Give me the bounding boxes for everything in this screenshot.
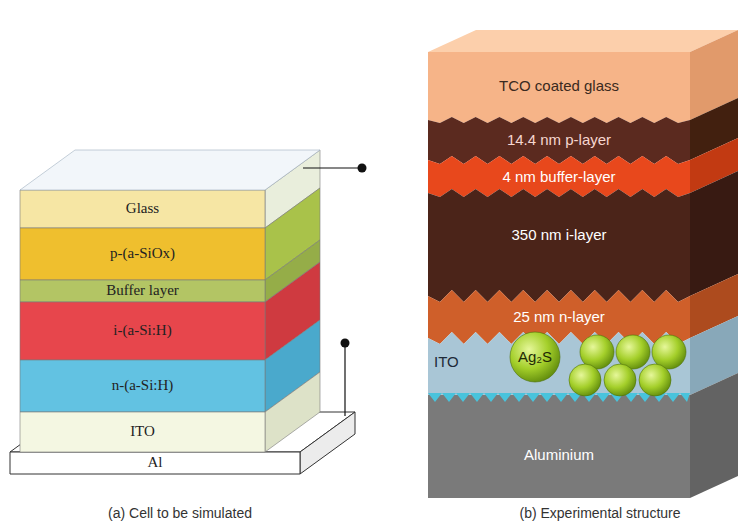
layer-label: Buffer layer [106,282,179,299]
experimental-structure-figure [428,30,738,498]
layer-label: 350 nm i-layer [511,226,606,243]
ito-layer: ITO [430,348,482,376]
layer-front [428,189,690,302]
buffer-layer: 4 nm buffer-layer [428,166,690,188]
layer-label: n-(a-Si:H) [112,377,174,394]
contact-wire [344,343,345,416]
i-layer: i-(a-Si:H) [20,302,265,360]
aluminium-contact: Aluminium [428,430,690,480]
layer-front [20,360,265,412]
layer-front [428,332,690,395]
layer-front [20,190,265,228]
figure-caption: (b) Experimental structure [450,505,743,522]
layer-label: i-(a-Si:H) [113,322,171,339]
layer-label: 25 nm n-layer [513,308,605,325]
layer-label: ITO [130,423,155,440]
nanoparticle-sphere [510,332,560,382]
layer-side [265,372,320,452]
layer-front [20,228,265,280]
layer-label: Glass [126,200,159,217]
simulated-cell-figure [10,150,367,474]
aluminium-contact: Al [10,452,300,474]
layer-front [428,290,690,344]
glass-layer: TCO coated glass [428,60,690,112]
nanoparticle-layer: Ag₂S [508,345,562,369]
buffer-layer: Buffer layer [20,280,265,302]
layer-front [428,156,690,197]
layer-label: Aluminium [524,446,594,463]
plate-front [10,452,300,474]
layer-label: Al [148,454,163,471]
layer-label: p-(a-SiOx) [110,245,175,262]
ito-layer: ITO [20,412,265,452]
p-layer: p-(a-SiOx) [20,228,265,280]
contact-dot [358,164,367,173]
figure-caption: (a) Cell to be simulated [30,505,330,522]
contact-wire [303,167,362,168]
glass-top [20,150,320,190]
layer-label: Ag₂S [518,348,552,365]
layer-front [20,280,265,302]
nanoparticle-sphere [639,364,671,396]
layer-front [20,302,265,360]
layer-label: ITO [434,353,459,370]
nanoparticle-sphere [604,364,636,396]
glass-layer: Glass [20,190,265,228]
layer-label: 4 nm buffer-layer [502,168,615,185]
layer-front [20,412,265,452]
i-layer: 350 nm i-layer [428,205,690,265]
nanoparticle-sphere [569,364,601,396]
layer-label: TCO coated glass [499,77,619,94]
layer-side [690,373,738,498]
layer-front [428,52,690,123]
contact-dot [341,339,350,348]
plate-side [300,412,355,474]
p-layer: 14.4 nm p-layer [428,128,690,152]
layer-side [690,171,738,296]
glass-top [428,30,738,52]
n-layer: n-(a-Si:H) [20,360,265,412]
layer-front [428,117,690,164]
n-layer: 25 nm n-layer [428,306,690,328]
layer-front [428,395,690,498]
layer-label: 14.4 nm p-layer [507,131,611,148]
